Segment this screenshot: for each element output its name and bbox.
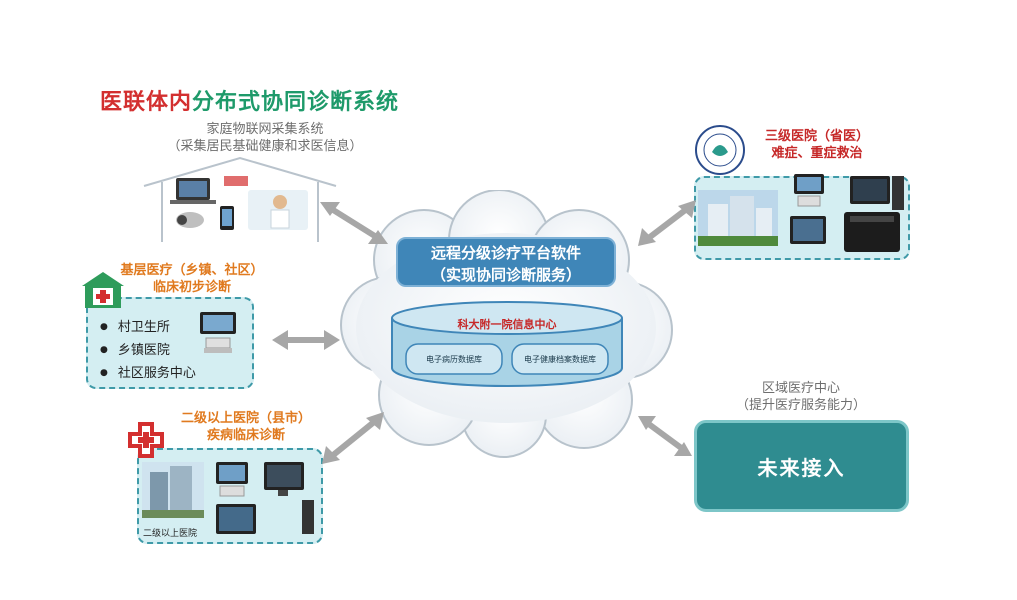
red-cross-icon [128, 422, 164, 458]
home-caption-line2: （采集居民基础健康和求医信息） [167, 139, 363, 154]
secondary-equipment-icon [216, 462, 314, 534]
title-part1: 医联体内 [100, 90, 193, 115]
home-devices-icon [170, 176, 308, 230]
arrow-cloud-tertiary-icon [638, 200, 696, 246]
regional-center-caption-line2: （提升医疗服务能力） [735, 398, 866, 413]
ehr-database-label: 电子健康档案数据库 [524, 355, 596, 364]
emr-database-label: 电子病历数据库 [426, 355, 482, 364]
arrow-primary-cloud-icon [272, 330, 340, 350]
platform-line2: （实现协同诊断服务） [430, 266, 581, 284]
info-center-label: 科大附一院信息中心 [457, 318, 557, 331]
secondary-hospital-caption-line2: 疾病临床诊断 [206, 428, 285, 443]
regional-center-caption-line1: 区域医疗中心 [761, 381, 840, 396]
arrow-secondary-cloud-icon [322, 412, 384, 464]
arrow-cloud-regional-icon [638, 416, 692, 456]
tertiary-hospital-caption-line1: 三级医院（省医） [764, 129, 869, 144]
tertiary-hospital-caption-line2: 难症、重症救治 [771, 146, 863, 161]
list-item: 村卫生所 [100, 317, 196, 340]
arrow-home-cloud-icon [320, 202, 388, 244]
microscope-icon [200, 312, 236, 353]
tertiary-hospital-building-image [698, 190, 778, 246]
list-item: 乡镇医院 [100, 340, 196, 363]
secondary-hospital-caption: 二级以上医院（县市） 疾病临床诊断 [166, 410, 326, 444]
tertiary-hospital-caption: 三级医院（省医） 难症、重症救治 [752, 128, 882, 162]
title-part2: 分布式协同诊断系统 [192, 90, 400, 115]
secondary-building-label: 二级以上医院 [143, 529, 198, 539]
secondary-hospital-caption-line1: 二级以上医院（县市） [180, 411, 311, 426]
primary-care-list: 村卫生所 乡镇医院 社区服务中心 [100, 317, 196, 386]
secondary-hospital-building-image [142, 462, 204, 518]
future-access-box: 未来接入 [694, 420, 909, 512]
list-item: 社区服务中心 [100, 363, 196, 386]
primary-care-building-icon [82, 272, 124, 308]
primary-care-caption-line2: 临床初步诊断 [152, 280, 231, 295]
home-house-outline [143, 156, 337, 242]
home-caption: 家庭物联网采集系统 （采集居民基础健康和求医信息） [150, 121, 380, 155]
platform-line1: 远程分级诊疗平台软件 [430, 244, 581, 262]
tertiary-equipment-icon [790, 174, 904, 252]
university-seal-icon [695, 125, 745, 175]
regional-center-caption: 区域医疗中心 （提升医疗服务能力） [706, 380, 896, 414]
primary-care-caption-line1: 基层医疗（乡镇、社区） [120, 263, 264, 278]
diagram-title: 医联体内分布式协同诊断系统 [100, 84, 399, 116]
platform-software-box: 远程分级诊疗平台软件 （实现协同诊断服务） [396, 237, 616, 287]
home-caption-line1: 家庭物联网采集系统 [206, 122, 324, 137]
primary-care-caption: 基层医疗（乡镇、社区） 临床初步诊断 [112, 262, 272, 296]
info-center-cylinder [391, 301, 623, 387]
